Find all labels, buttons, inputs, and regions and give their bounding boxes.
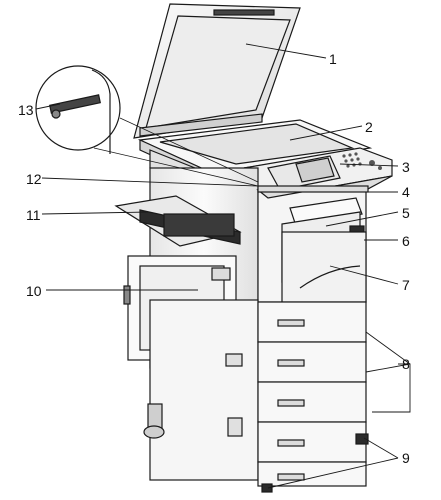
callout-3: 3 [402,159,410,175]
caster-wheels [261,433,369,493]
callout-6: 6 [402,233,410,249]
leader-lines [35,43,411,489]
callout-5: 5 [402,205,410,221]
callout-2: 2 [365,119,373,135]
lower-body [143,299,259,481]
callout-4: 4 [402,184,410,200]
callout-11: 11 [26,207,41,223]
callout-8: 8 [402,356,410,372]
bypass-tray [114,195,242,247]
feeder-roller [213,9,275,16]
callout-7: 7 [402,277,410,293]
callout-12: 12 [26,171,42,187]
callout-10: 10 [26,283,42,299]
stylus-inset [35,65,121,154]
document-cover [133,3,301,139]
callout-1: 1 [329,51,337,67]
front-cover [281,231,367,303]
paper-trays [257,301,367,487]
callout-13: 13 [18,102,34,118]
callout-9: 9 [402,450,410,466]
